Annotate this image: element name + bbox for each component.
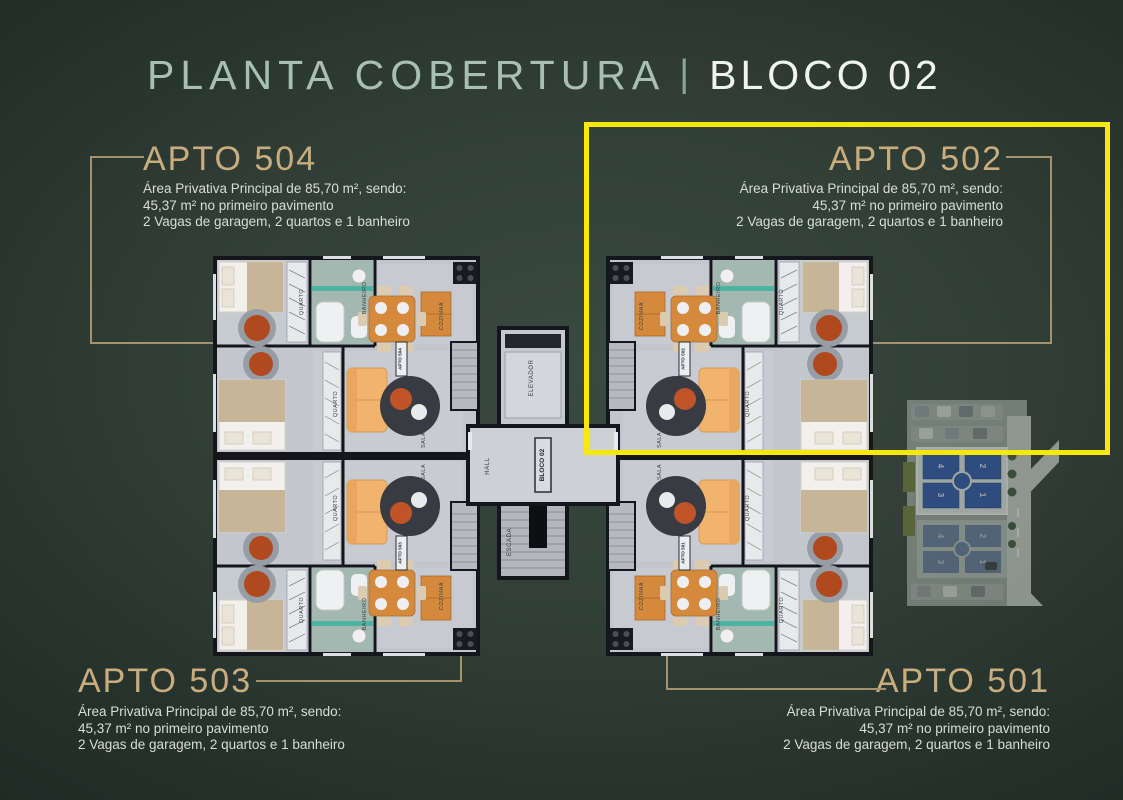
apto-504-connector — [90, 156, 144, 158]
floor-plan-image: ELEVADOR HALL BLOCO 02 ESCADA QUARTO BAN… — [213, 256, 873, 656]
apto-502-description: Área Privativa Principal de 85,70 m², se… — [736, 181, 1003, 231]
apto-503-label: APTO 503 — [78, 662, 253, 700]
page-title-right: BLOCO 02 — [709, 52, 942, 98]
room-label-bedroom: QUARTO — [745, 391, 751, 418]
svg-text:APTO 504: APTO 504 — [398, 348, 403, 370]
block-number: 3 — [936, 560, 945, 565]
svg-text:APTO 503: APTO 503 — [398, 542, 403, 564]
room-label-kitchen: COZINHA — [439, 302, 445, 330]
apto-501-description: Área Privativa Principal de 85,70 m², se… — [783, 704, 1050, 754]
room-label-living: SALA — [421, 432, 427, 448]
room-label-bedroom: QUARTO — [333, 495, 339, 522]
unit-tag-504: APTO 504 — [395, 341, 408, 377]
apto-503-line1: Área Privativa Principal de 85,70 m², se… — [78, 704, 342, 719]
core-elevator — [497, 326, 569, 428]
unit-tag-503: APTO 503 — [395, 535, 408, 571]
bloco-02-label: BLOCO 02 — [539, 448, 546, 481]
page-title: PLANTA COBERTURA | BLOCO 02 — [147, 52, 942, 99]
apto-503-line3: 2 Vagas de garagem, 2 quartos e 1 banhei… — [78, 737, 345, 752]
site-green-strip — [903, 462, 915, 492]
apto-501-connector — [666, 688, 886, 690]
apto-501-line3: 2 Vagas de garagem, 2 quartos e 1 banhei… — [783, 737, 1050, 752]
apartment-unit-504 — [213, 256, 480, 456]
room-label-living: SALA — [657, 464, 663, 480]
apto-501-line2: 45,37 m² no primeiro pavimento — [859, 720, 1050, 736]
apto-502-connector — [1006, 156, 1052, 158]
block-number: 2 — [978, 464, 987, 469]
block-number: 3 — [936, 493, 945, 498]
room-label-bathroom: BANHEIRO — [716, 597, 722, 630]
unit-tag-501: APTO 501 — [678, 535, 691, 571]
apto-504-line3: 2 Vagas de garagem, 2 quartos e 1 banhei… — [143, 214, 410, 229]
room-label-kitchen: COZINHA — [639, 582, 645, 610]
room-label-bedroom: QUARTO — [299, 597, 305, 624]
site-map: 4 2 3 1 4 2 3 1 — [903, 400, 1059, 606]
apto-502-line1: Área Privativa Principal de 85,70 m², se… — [739, 181, 1003, 196]
svg-text:APTO 501: APTO 501 — [681, 542, 686, 564]
svg-text:APTO 502: APTO 502 — [681, 348, 686, 370]
apto-504-label: APTO 504 — [143, 140, 318, 178]
apto-504-line1: Área Privativa Principal de 85,70 m², se… — [143, 181, 407, 196]
room-label-living: SALA — [657, 432, 663, 448]
apartment-unit-501 — [606, 456, 873, 656]
site-parking-top — [911, 404, 1003, 442]
room-label-bathroom: BANHEIRO — [362, 597, 368, 630]
apartment-unit-502 — [606, 256, 873, 456]
core-stairs — [497, 502, 569, 580]
room-label-kitchen: COZINHA — [439, 582, 445, 610]
apartment-unit-503 — [213, 456, 480, 656]
room-label-bedroom: QUARTO — [779, 597, 785, 624]
apto-504-connector — [90, 342, 216, 344]
room-label-bedroom: QUARTO — [779, 289, 785, 316]
site-block-02-highlighted: 4 2 3 1 — [916, 447, 1008, 515]
block-number: 1 — [978, 493, 987, 498]
site-trees — [1007, 451, 1017, 548]
apto-502-line2: 45,37 m² no primeiro pavimento — [812, 197, 1003, 213]
site-green-strip — [903, 506, 915, 536]
apto-504-connector — [90, 156, 92, 344]
room-label-bedroom: QUARTO — [745, 495, 751, 522]
room-label-bedroom: QUARTO — [299, 289, 305, 316]
room-label-bathroom: BANHEIRO — [716, 281, 722, 314]
hall-label: HALL — [485, 457, 491, 474]
bloco-02-plate: BLOCO 02 — [534, 437, 552, 493]
page-title-left: PLANTA COBERTURA — [147, 52, 666, 98]
room-label-bedroom: QUARTO — [333, 391, 339, 418]
apto-502-connector — [873, 342, 1052, 344]
apto-504-description: Área Privativa Principal de 85,70 m², se… — [143, 181, 410, 231]
apto-501-line1: Área Privativa Principal de 85,70 m², se… — [786, 704, 1050, 719]
unit-tag-502: APTO 502 — [678, 341, 691, 377]
apto-503-line2: 45,37 m² no primeiro pavimento — [78, 720, 269, 736]
apto-503-description: Área Privativa Principal de 85,70 m², se… — [78, 704, 345, 754]
apto-502-line3: 2 Vagas de garagem, 2 quartos e 1 banhei… — [736, 214, 1003, 229]
apto-502-connector — [1050, 156, 1052, 344]
site-roads — [1007, 416, 1059, 606]
apto-504-line2: 45,37 m² no primeiro pavimento — [143, 197, 334, 213]
title-separator: | — [679, 53, 690, 95]
block-number: 4 — [936, 534, 945, 539]
site-parking-bottom — [911, 562, 1003, 600]
elevator-label: ELEVADOR — [529, 359, 535, 396]
block-number: 2 — [978, 534, 987, 539]
room-label-bathroom: BANHEIRO — [362, 281, 368, 314]
apto-501-label: APTO 501 — [875, 662, 1050, 700]
block-number: 1 — [978, 560, 987, 565]
apto-502-label: APTO 502 — [828, 140, 1003, 178]
stairs-label: ESCADA — [507, 528, 513, 556]
apto-503-connector — [256, 680, 462, 682]
block-number: 4 — [936, 464, 945, 469]
room-label-living: SALA — [421, 464, 427, 480]
room-label-kitchen: COZINHA — [639, 302, 645, 330]
